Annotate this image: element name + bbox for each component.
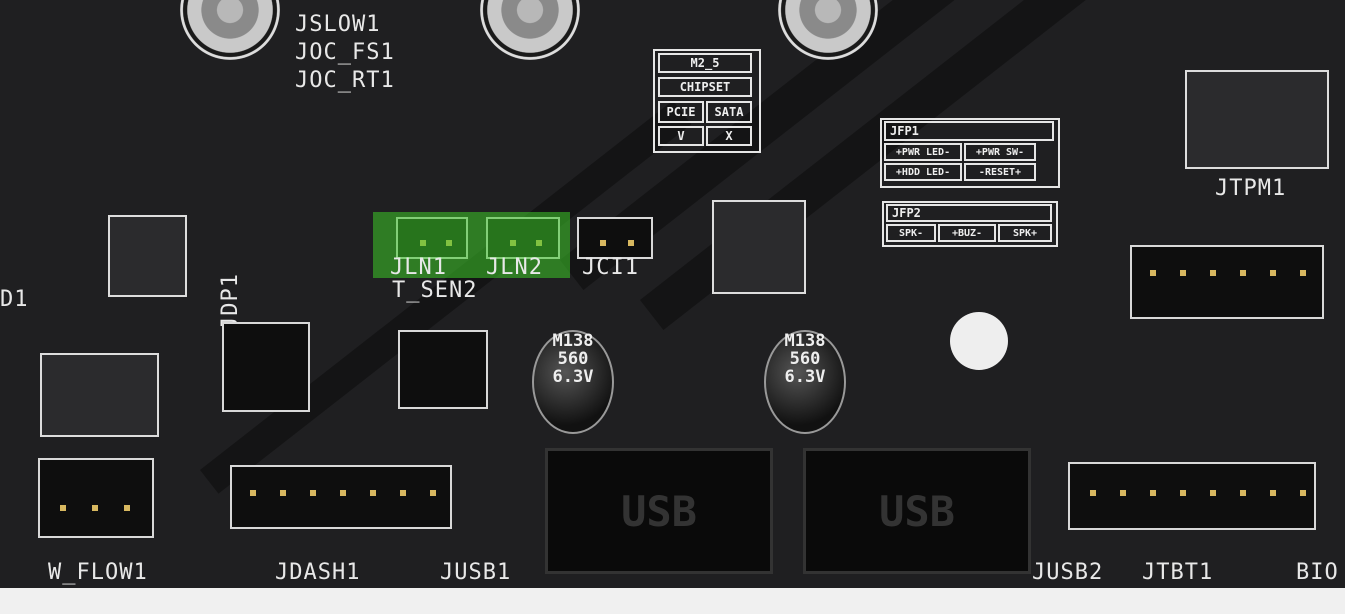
capacitor-voltage: 6.3V (784, 367, 826, 387)
motherboard-photo: JSLOW1 JOC_FS1 JOC_RT1 M2_5 CHIPSET PCIE… (0, 0, 1345, 588)
header-pin (1210, 270, 1216, 276)
m2-sata-value: X (706, 126, 752, 146)
chip (108, 215, 187, 297)
label-jln1: JLN1 (390, 255, 447, 280)
jtpm1-header (1130, 245, 1324, 319)
header-pin (92, 505, 98, 511)
header-pin (1180, 490, 1186, 496)
header-pin (1270, 270, 1276, 276)
header-pin (280, 490, 286, 496)
m2-pcie: PCIE (658, 101, 704, 123)
capacitor-value: 560 (789, 349, 821, 369)
header-pin (1240, 490, 1246, 496)
jfp2-title: JFP2 (886, 204, 1052, 222)
header-pin (250, 490, 256, 496)
usb-label: USB (621, 486, 697, 536)
label-jtbt1: JTBT1 (1142, 560, 1214, 585)
header-pin (430, 490, 436, 496)
header-pin (1270, 490, 1276, 496)
flash-chip (40, 353, 159, 437)
jfp1-reset: -RESET+ (964, 163, 1036, 181)
header-pin (1150, 490, 1156, 496)
chip (712, 200, 806, 294)
header-pin (1210, 490, 1216, 496)
jfp1-pwr-led: +PWR LED- (884, 143, 962, 161)
label-joc-rt1: JOC_RT1 (295, 68, 395, 93)
header-pin (60, 505, 66, 511)
header-pin (124, 505, 130, 511)
w-flow1-header (38, 458, 154, 538)
header-pin (600, 240, 606, 246)
jfp1-title: JFP1 (884, 121, 1054, 141)
mount-screw (180, 0, 280, 60)
capacitor-value: 560 (557, 349, 589, 369)
label-jslow1: JSLOW1 (295, 12, 381, 37)
highlight-jln-headers (373, 212, 570, 278)
tpm-chip (1185, 70, 1329, 169)
jfp2-table (882, 201, 1058, 247)
header-pin (1240, 270, 1246, 276)
usb-label: USB (879, 486, 955, 536)
label-jusb1: JUSB1 (440, 560, 512, 585)
capacitor-brand: M138 (552, 331, 594, 351)
jtbt1-header (1068, 462, 1316, 530)
header-pin (400, 490, 406, 496)
jci1-header (577, 217, 653, 259)
label-jusb2: JUSB2 (1032, 560, 1104, 585)
capacitor-brand: M138 (784, 331, 826, 351)
label-joc-fs1: JOC_FS1 (295, 40, 395, 65)
label-jci1: JCI1 (582, 255, 639, 280)
mount-screw (480, 0, 580, 60)
label-bios: BIO (1296, 560, 1339, 585)
mount-hole (950, 312, 1008, 370)
m2-sata: SATA (706, 101, 752, 123)
header-pin (1300, 490, 1306, 496)
jfp1-hdd-led: +HDD LED- (884, 163, 962, 181)
jfp2-buz: +BUZ- (938, 224, 996, 242)
m2-chipset: CHIPSET (658, 77, 752, 97)
header-pin (1120, 490, 1126, 496)
header-pin (1300, 270, 1306, 276)
label-w-flow1: W_FLOW1 (48, 560, 148, 585)
header-pin (1090, 490, 1096, 496)
header-pin (370, 490, 376, 496)
jusb2-connector: USB (803, 448, 1031, 574)
label-jdash1: JDASH1 (275, 560, 361, 585)
m2-pcie-value: V (658, 126, 704, 146)
jfp1-pwr-sw: +PWR SW- (964, 143, 1036, 161)
fan-header (398, 330, 488, 409)
jdash1-header (230, 465, 452, 529)
header-pin (628, 240, 634, 246)
jusb1-connector: USB (545, 448, 773, 574)
m2-table (653, 49, 761, 153)
jdp1-header (222, 322, 310, 412)
label-jln2: JLN2 (486, 255, 543, 280)
header-pin (1150, 270, 1156, 276)
capacitor-voltage: 6.3V (552, 367, 594, 387)
jfp2-spk-minus: SPK- (886, 224, 936, 242)
label-jtpm1: JTPM1 (1215, 176, 1287, 201)
header-pin (1180, 270, 1186, 276)
header-pin (340, 490, 346, 496)
jfp2-spk-plus: SPK+ (998, 224, 1052, 242)
jfp1-table (880, 118, 1060, 188)
label-d1: D1 (0, 287, 29, 312)
header-pin (310, 490, 316, 496)
bottom-margin (0, 588, 1345, 614)
label-t-sen2: T_SEN2 (392, 278, 478, 303)
m2-title: M2_5 (658, 53, 752, 73)
